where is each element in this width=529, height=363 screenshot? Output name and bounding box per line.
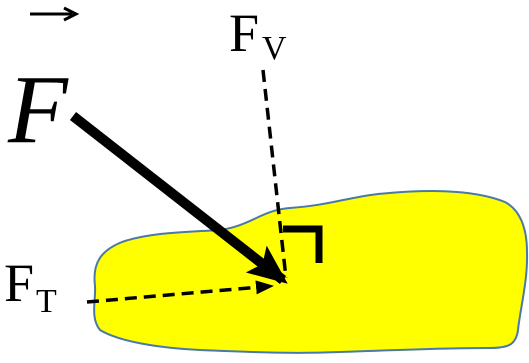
vertical-label-base: F [229, 3, 259, 63]
tangential-label-base: F [4, 253, 34, 313]
right-angle-marker [283, 225, 323, 263]
force-arrow [69, 112, 288, 284]
force-vector-label: F [7, 6, 80, 164]
vertical-label-subscript: V [262, 30, 287, 67]
vertical-component-line [261, 69, 288, 279]
vertical-component-label: F V [229, 3, 287, 67]
surface-blob [93, 190, 529, 354]
tangential-component-arrow [86, 280, 274, 304]
tangential-label-subscript: T [36, 283, 57, 320]
force-label: F [7, 56, 69, 164]
tangential-component-label: F T [4, 253, 57, 320]
vector-arrowhead-icon [63, 6, 80, 22]
